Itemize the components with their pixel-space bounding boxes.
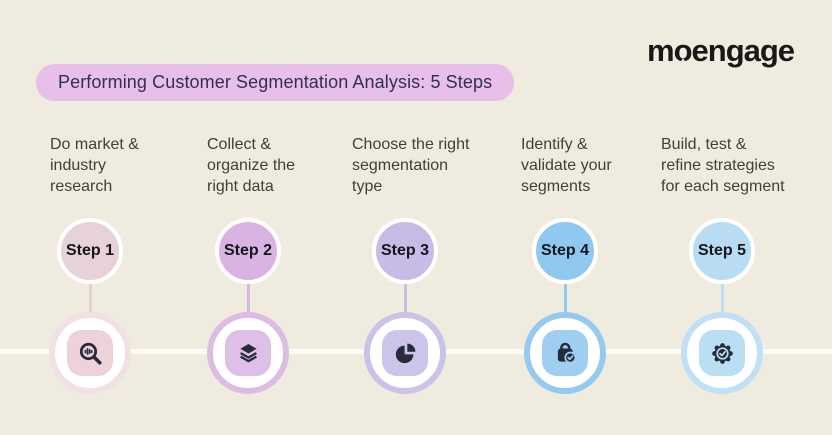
step-2-badge: Step 2 bbox=[215, 218, 281, 284]
step-5-icon-tile bbox=[699, 330, 745, 376]
step-1-label: Step 1 bbox=[65, 242, 114, 259]
step-2-icon-circle bbox=[207, 312, 289, 394]
logo-letter-m: m bbox=[647, 33, 675, 68]
step-4-icon-circle bbox=[524, 312, 606, 394]
layers-icon bbox=[239, 343, 257, 362]
logo-letters-rest: engage bbox=[691, 33, 796, 68]
page-title: Performing Customer Segmentation Analysi… bbox=[36, 64, 515, 101]
step-3-label: Step 3 bbox=[380, 242, 429, 259]
step-4-connector bbox=[563, 282, 567, 316]
step-4-icon-tile bbox=[542, 330, 588, 376]
step-5-icon-circle bbox=[681, 312, 763, 394]
step-5-label: Step 5 bbox=[697, 242, 746, 259]
pie-chart-icon bbox=[395, 343, 415, 363]
step-3-connector bbox=[403, 282, 407, 316]
moengage-logo: moengage bbox=[647, 33, 796, 69]
step-2-description: Collect & organize the right data bbox=[207, 136, 296, 195]
logo-letter-o: o bbox=[673, 33, 693, 68]
bag-check-icon bbox=[557, 342, 576, 363]
step-5-badge: Step 5 bbox=[689, 218, 755, 284]
badge-check-icon bbox=[711, 342, 733, 364]
step-2-icon-tile bbox=[225, 330, 271, 376]
step-1-icon-tile bbox=[67, 330, 113, 376]
step-3-icon-circle bbox=[364, 312, 446, 394]
step-3-icon-tile bbox=[382, 330, 428, 376]
step-3-badge: Step 3 bbox=[372, 218, 438, 284]
search-analytics-icon bbox=[79, 342, 102, 365]
step-5-description: Build, test & refine strategies for each… bbox=[661, 136, 785, 195]
step-4-description: Identify & validate your segments bbox=[521, 136, 612, 195]
step-2-connector bbox=[246, 282, 250, 316]
step-1-connector bbox=[88, 282, 92, 316]
step-2-label: Step 2 bbox=[223, 242, 272, 259]
step-5-connector bbox=[720, 282, 724, 316]
step-4-label: Step 4 bbox=[540, 242, 589, 259]
step-3-description: Choose the right segmentation type bbox=[352, 136, 470, 195]
step-1-badge: Step 1 bbox=[57, 218, 123, 284]
step-1-description: Do market & industry research bbox=[50, 136, 139, 195]
step-1-icon-circle bbox=[49, 312, 131, 394]
step-4-badge: Step 4 bbox=[532, 218, 598, 284]
